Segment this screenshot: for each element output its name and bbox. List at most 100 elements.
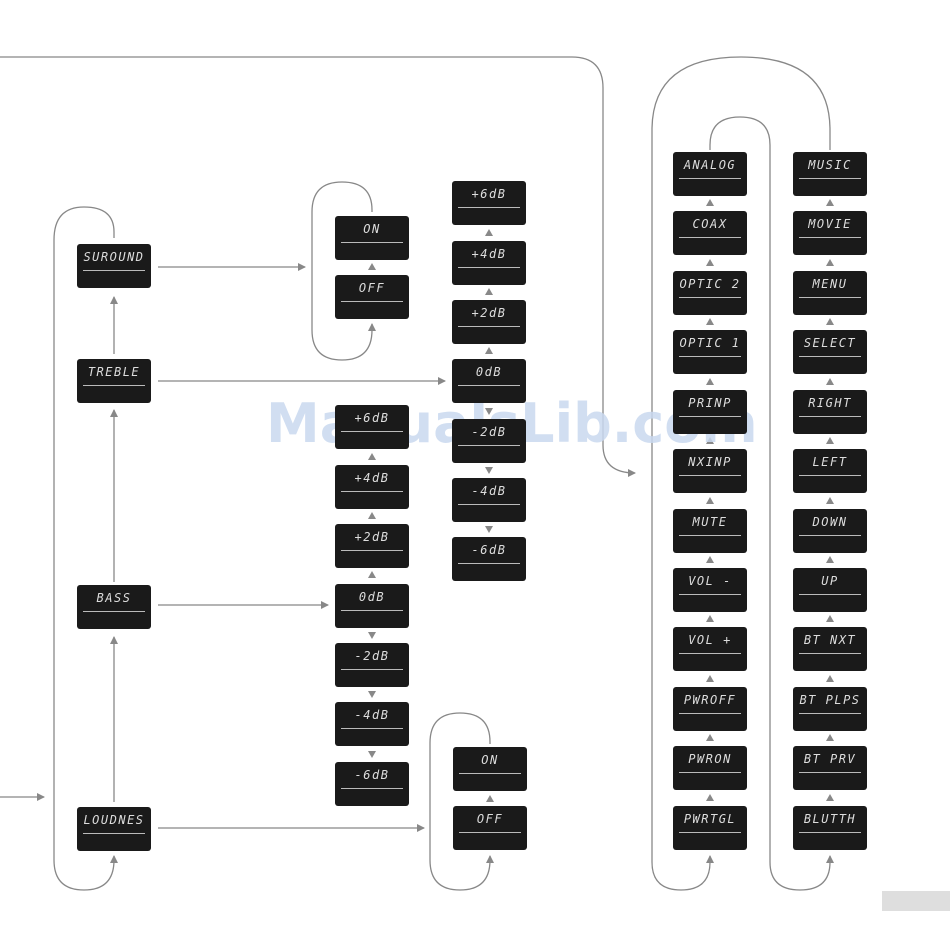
learn-item[interactable]: UP: [793, 568, 867, 612]
learn-item[interactable]: BT PLPS: [793, 687, 867, 731]
learn-item-label: MOVIE: [793, 217, 867, 231]
bass-option-label: -4dB: [335, 708, 409, 722]
learn-item[interactable]: NXINP: [673, 449, 747, 493]
treble-option[interactable]: -4dB: [452, 478, 526, 522]
learn-item[interactable]: VOL -: [673, 568, 747, 612]
loudness-loop-line: [430, 713, 490, 890]
learn-item-label: PWRON: [673, 752, 747, 766]
arrow-up-icon: [706, 734, 714, 741]
bass-option[interactable]: +2dB: [335, 524, 409, 568]
bass-option[interactable]: -2dB: [335, 643, 409, 687]
arrow-up-icon: [368, 512, 376, 519]
learn-item-label: MENU: [793, 277, 867, 291]
loudness-off-display[interactable]: OFF: [453, 806, 527, 850]
learn-item[interactable]: BT PRV: [793, 746, 867, 790]
treble-option[interactable]: +4dB: [452, 241, 526, 285]
arrow-up-icon: [826, 734, 834, 741]
arrow-up-icon: [826, 497, 834, 504]
arrow-up-icon: [485, 288, 493, 295]
learn-item[interactable]: COAX: [673, 211, 747, 255]
bass-option[interactable]: 0dB: [335, 584, 409, 628]
bass-option[interactable]: +6dB: [335, 405, 409, 449]
learn-item[interactable]: ANALOG: [673, 152, 747, 196]
learn-item[interactable]: MUSIC: [793, 152, 867, 196]
treble-option-label: +2dB: [452, 306, 526, 320]
arrow-up-icon: [368, 571, 376, 578]
learn-item[interactable]: RIGHT: [793, 390, 867, 434]
learn-item-label: ANALOG: [673, 158, 747, 172]
treble-option-label: +6dB: [452, 187, 526, 201]
surround-display[interactable]: SUROUND: [77, 244, 151, 288]
learn-item[interactable]: OPTIC 2: [673, 271, 747, 315]
learn-item-label: SELECT: [793, 336, 867, 350]
arrow-up-icon: [826, 556, 834, 563]
learn-item-label: PWRTGL: [673, 812, 747, 826]
bass-option[interactable]: +4dB: [335, 465, 409, 509]
treble-option-label: +4dB: [452, 247, 526, 261]
arrow-up-icon: [485, 347, 493, 354]
arrow-down-icon: [485, 467, 493, 474]
arrow-up-icon: [826, 615, 834, 622]
arrow-up-icon: [368, 263, 376, 270]
arrow-down-icon: [368, 691, 376, 698]
surround-label: SUROUND: [77, 250, 151, 264]
learn-item-label: OPTIC 1: [673, 336, 747, 350]
arrow-up-icon: [706, 615, 714, 622]
surround-on-display[interactable]: ON: [335, 216, 409, 260]
learn-item[interactable]: PRINP: [673, 390, 747, 434]
bass-option-label: -2dB: [335, 649, 409, 663]
arrow-up-icon: [826, 794, 834, 801]
learn-item[interactable]: BLUTTH: [793, 806, 867, 850]
learn-item-label: BLUTTH: [793, 812, 867, 826]
loudness-on-display[interactable]: ON: [453, 747, 527, 791]
main-loop-line: [54, 207, 114, 890]
treble-label: TREBLE: [77, 365, 151, 379]
treble-display[interactable]: TREBLE: [77, 359, 151, 403]
learn-item[interactable]: MUTE: [673, 509, 747, 553]
learn-item[interactable]: OPTIC 1: [673, 330, 747, 374]
treble-option-label: -2dB: [452, 425, 526, 439]
treble-option[interactable]: 0dB: [452, 359, 526, 403]
treble-option-label: 0dB: [452, 365, 526, 379]
page-tab: [882, 891, 950, 911]
treble-option[interactable]: +6dB: [452, 181, 526, 225]
arrow-up-icon: [486, 795, 494, 802]
learn-item[interactable]: LEFT: [793, 449, 867, 493]
surround-on-label: ON: [335, 222, 409, 236]
bass-display[interactable]: BASS: [77, 585, 151, 629]
learn-item[interactable]: BT NXT: [793, 627, 867, 671]
learn-item[interactable]: VOL +: [673, 627, 747, 671]
loudness-on-label: ON: [453, 753, 527, 767]
arrow-up-icon: [826, 318, 834, 325]
learn-item-label: OPTIC 2: [673, 277, 747, 291]
learn-item[interactable]: PWRTGL: [673, 806, 747, 850]
learn-item[interactable]: SELECT: [793, 330, 867, 374]
surround-loop-line: [312, 182, 372, 360]
learn-item[interactable]: PWROFF: [673, 687, 747, 731]
learn-item[interactable]: PWRON: [673, 746, 747, 790]
bass-option-label: -6dB: [335, 768, 409, 782]
learn-item-label: VOL -: [673, 574, 747, 588]
arrow-up-icon: [706, 556, 714, 563]
learn-item-label: PWROFF: [673, 693, 747, 707]
learn-item-label: UP: [793, 574, 867, 588]
arrow-up-icon: [826, 675, 834, 682]
learn-item-label: LEFT: [793, 455, 867, 469]
treble-option[interactable]: -6dB: [452, 537, 526, 581]
treble-option-label: -6dB: [452, 543, 526, 557]
treble-option[interactable]: -2dB: [452, 419, 526, 463]
arrow-up-icon: [706, 794, 714, 801]
learn-item-label: COAX: [673, 217, 747, 231]
loudness-display[interactable]: LOUDNES: [77, 807, 151, 851]
learn-item[interactable]: MOVIE: [793, 211, 867, 255]
bass-option[interactable]: -6dB: [335, 762, 409, 806]
learn-item-label: MUSIC: [793, 158, 867, 172]
treble-option[interactable]: +2dB: [452, 300, 526, 344]
learn-item[interactable]: DOWN: [793, 509, 867, 553]
arrow-up-icon: [826, 437, 834, 444]
surround-off-display[interactable]: OFF: [335, 275, 409, 319]
learn-item[interactable]: MENU: [793, 271, 867, 315]
learn-item-label: NXINP: [673, 455, 747, 469]
bass-option[interactable]: -4dB: [335, 702, 409, 746]
bass-option-label: +2dB: [335, 530, 409, 544]
